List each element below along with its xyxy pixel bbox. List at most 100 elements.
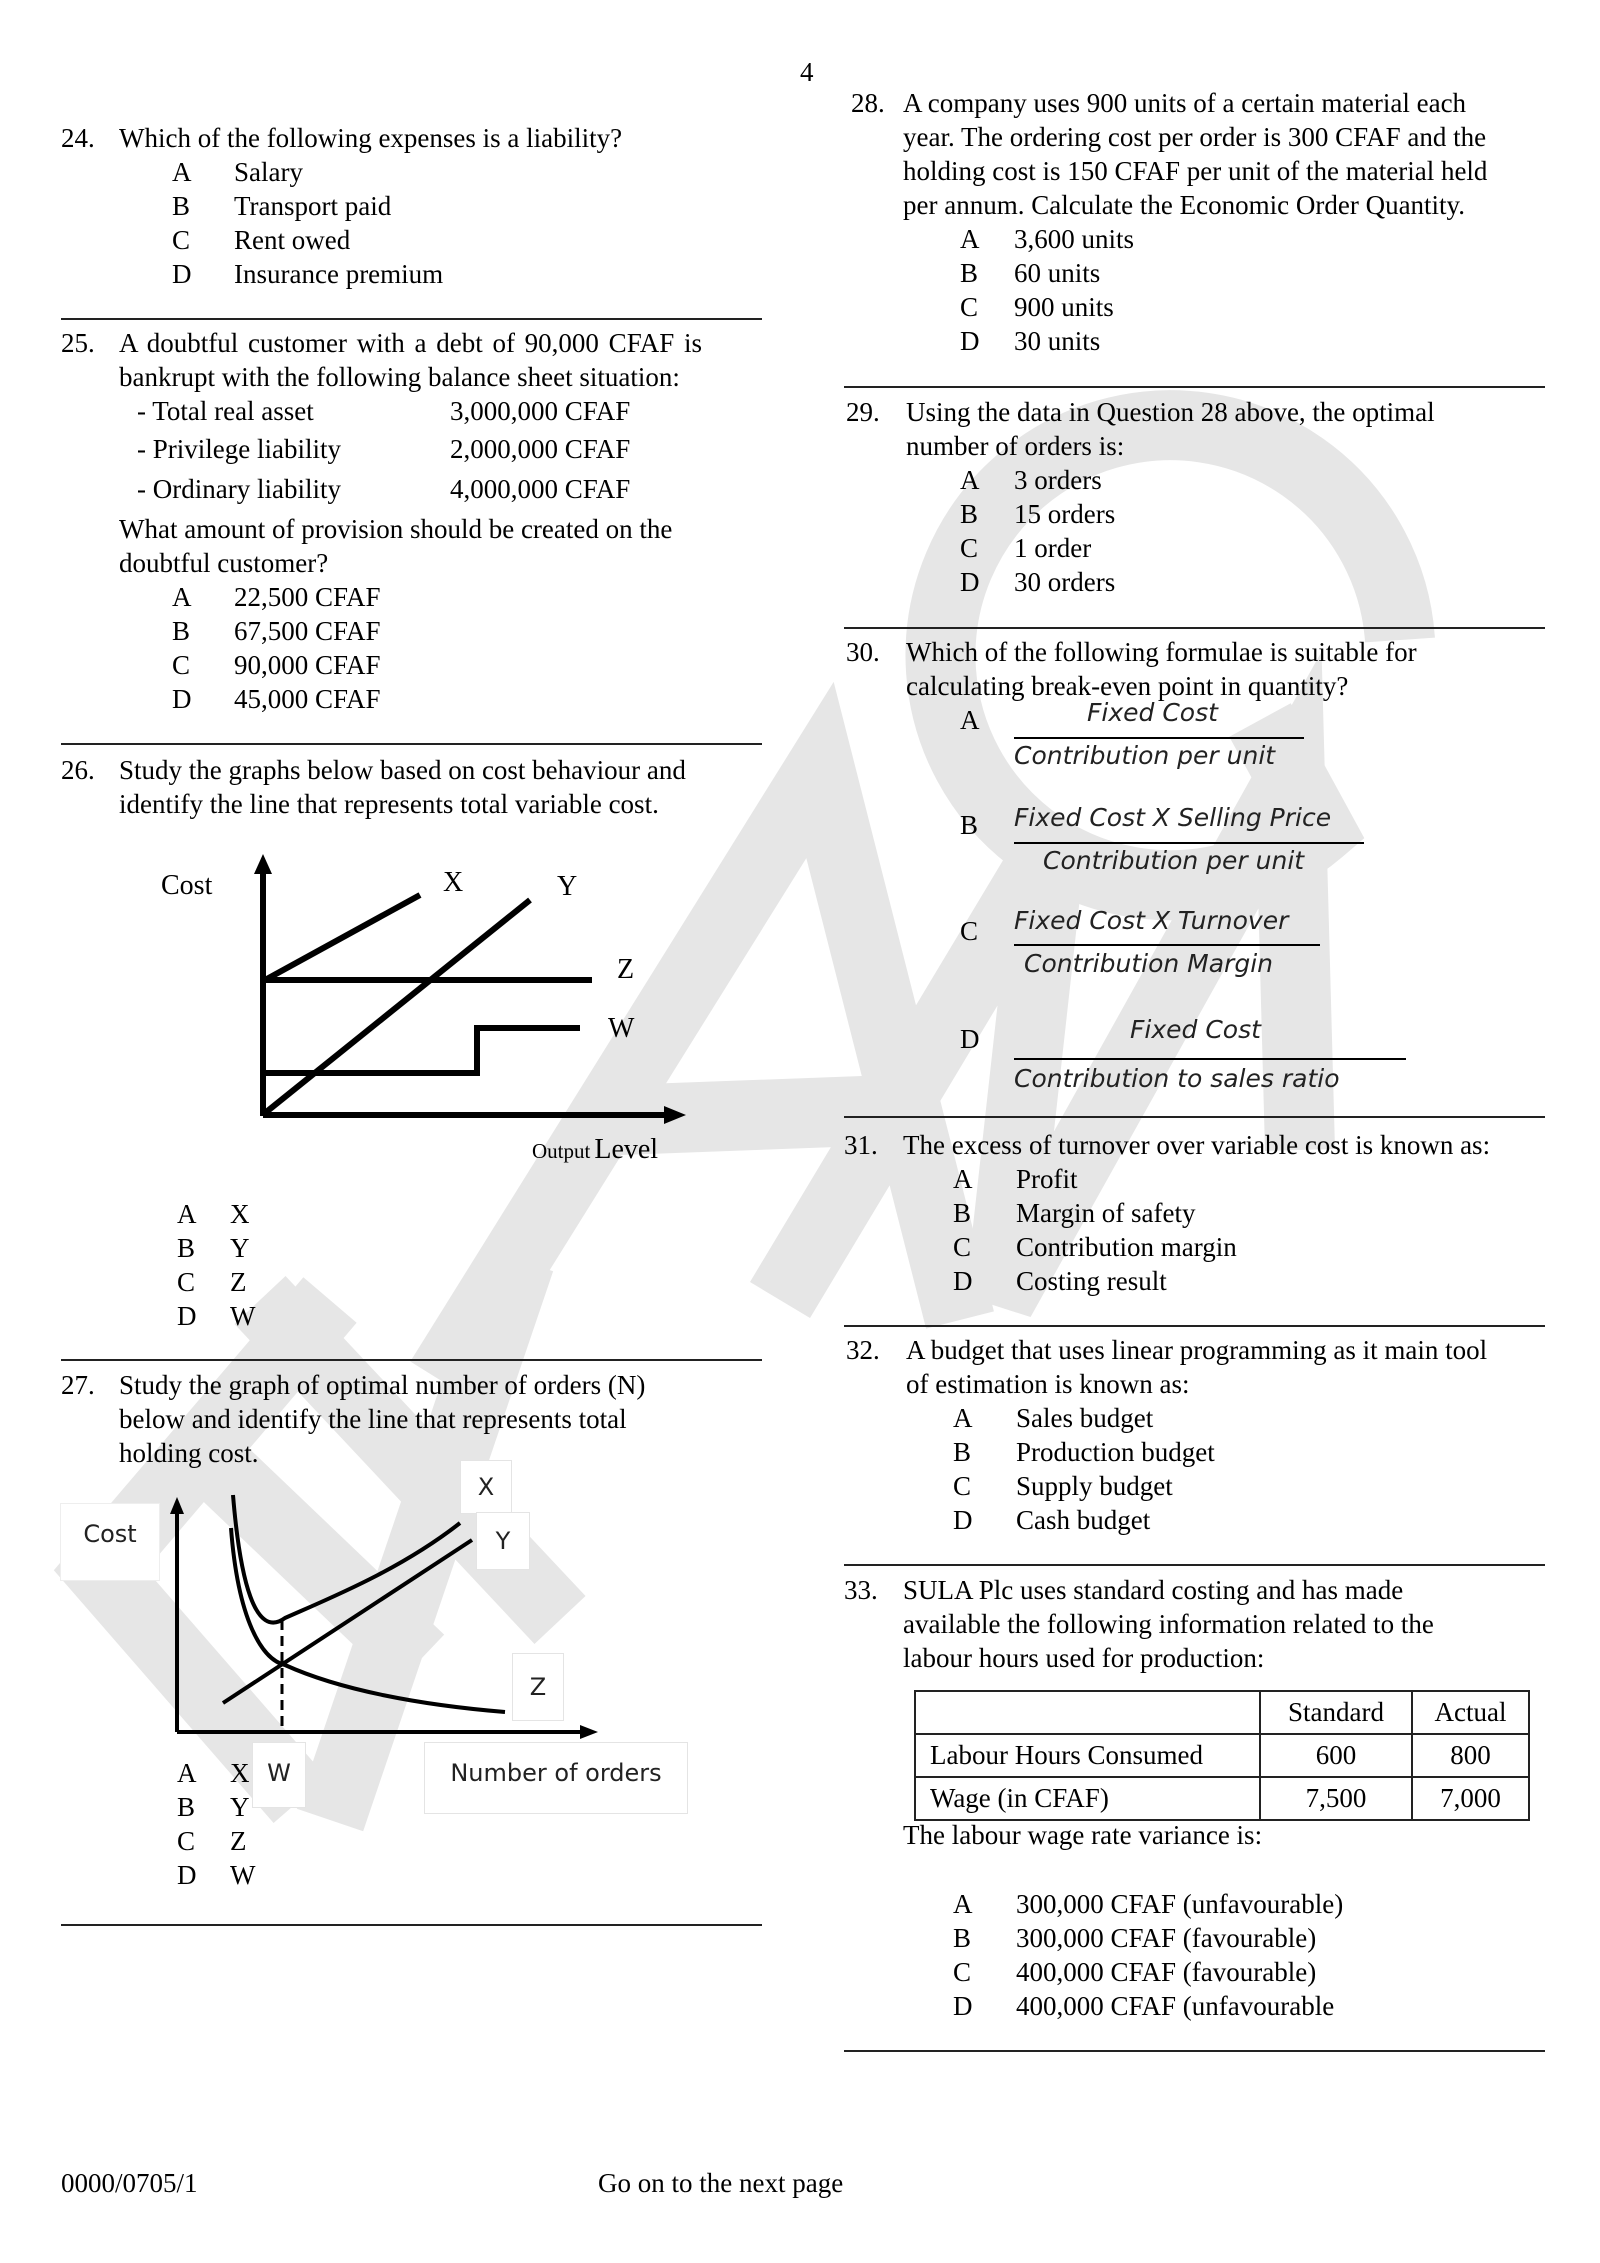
option-text: Costing result: [1016, 1266, 1167, 1296]
question-stem: A company uses 900 units of a certain ma…: [903, 88, 1467, 118]
question-stem: A budget that uses linear programming as…: [906, 1335, 1488, 1365]
table-cell: 7,500: [1259, 1776, 1413, 1821]
option-letter: C: [953, 1471, 972, 1501]
question-text: doubtful customer?: [119, 548, 329, 578]
question-stem: Using the data in Question 28 above, the…: [906, 397, 1435, 427]
option-letter: A: [953, 1889, 973, 1919]
option-text: Z: [230, 1826, 247, 1856]
question-stem: holding cost is 150 CFAF per unit of the…: [903, 156, 1488, 186]
option-letter: C: [960, 916, 979, 946]
footer-next-page: Go on to the next page: [598, 2168, 844, 2198]
question-number: 26.: [61, 755, 95, 785]
formula-denominator: Contribution per unit: [1014, 741, 1276, 770]
option-letter: B: [953, 1437, 972, 1467]
question-stem: SULA Plc uses standard costing and has m…: [903, 1575, 1404, 1605]
separator: [61, 318, 762, 320]
option-letter: B: [177, 1792, 196, 1822]
option-letter: B: [960, 810, 979, 840]
fraction-bar: [1014, 944, 1320, 946]
option-letter: C: [960, 533, 979, 563]
fraction-bar: [1014, 842, 1364, 844]
separator: [844, 1325, 1545, 1327]
table-row: Wage (in CFAF) 7,500 7,000: [914, 1776, 1530, 1821]
option-letter: B: [953, 1923, 972, 1953]
formula-denominator: Contribution to sales ratio: [1014, 1064, 1340, 1093]
option-letter: C: [953, 1957, 972, 1987]
question-stem: bankrupt with the following balance shee…: [119, 362, 680, 392]
question-text: What amount of provision should be creat…: [119, 514, 673, 544]
option-text: Sales budget: [1016, 1403, 1154, 1433]
option-text: Margin of safety: [1016, 1198, 1196, 1228]
option-text: X: [230, 1758, 250, 1788]
option-text: Rent owed: [234, 225, 351, 255]
table-cell: 600: [1259, 1733, 1413, 1778]
footer-paper-code: 0000/0705/1: [61, 2168, 198, 2198]
option-text: W: [230, 1860, 256, 1890]
question-number: 32.: [846, 1335, 880, 1365]
table-cell: Labour Hours Consumed: [914, 1733, 1261, 1778]
option-text: Transport paid: [234, 191, 392, 221]
option-text: Contribution margin: [1016, 1232, 1237, 1262]
formula-numerator: Fixed Cost X Selling Price: [1014, 803, 1332, 832]
option-letter: C: [953, 1232, 972, 1262]
option-text: Y: [230, 1792, 250, 1822]
question-number: 30.: [846, 637, 880, 667]
option-text: 400,000 CFAF (unfavourable: [1016, 1991, 1335, 2021]
option-letter: D: [172, 259, 192, 289]
option-letter: D: [960, 326, 980, 356]
option-letter: B: [960, 499, 979, 529]
option-letter: A: [960, 465, 980, 495]
y-axis-label: Cost: [161, 870, 213, 901]
question-stem: number of orders is:: [906, 431, 1125, 461]
option-text: 30 orders: [1014, 567, 1116, 597]
option-text: Insurance premium: [234, 259, 444, 289]
option-text: Supply budget: [1016, 1471, 1173, 1501]
option-letter: D: [177, 1860, 197, 1890]
option-text: 3 orders: [1014, 465, 1102, 495]
question-stem: Which of the following formulae is suita…: [906, 637, 1417, 667]
labour-data-table: Standard Actual Labour Hours Consumed 60…: [914, 1690, 1530, 1821]
separator: [61, 1924, 762, 1926]
option-text: 90,000 CFAF: [234, 650, 381, 680]
fraction-bar: [1014, 1058, 1406, 1060]
option-text: X: [230, 1199, 250, 1229]
option-letter: A: [953, 1403, 973, 1433]
option-letter: C: [172, 650, 191, 680]
balance-label: - Ordinary liability: [137, 474, 341, 504]
table-header-cell: [914, 1690, 1261, 1735]
table-row: Labour Hours Consumed 600 800: [914, 1733, 1530, 1778]
option-letter: D: [960, 567, 980, 597]
option-text: Cash budget: [1016, 1505, 1151, 1535]
balance-value: 3,000,000 CFAF: [450, 396, 631, 426]
option-text: 900 units: [1014, 292, 1114, 322]
fraction-bar: [1014, 737, 1304, 739]
option-text: 400,000 CFAF (favourable): [1016, 1957, 1317, 1987]
question-text: The labour wage rate variance is:: [903, 1820, 1263, 1850]
formula-numerator: Fixed Cost: [1130, 1015, 1261, 1044]
option-text: 300,000 CFAF (favourable): [1016, 1923, 1317, 1953]
question-number: 25.: [61, 328, 95, 358]
option-letter: A: [177, 1199, 197, 1229]
question-number: 24.: [61, 123, 95, 153]
question-number: 29.: [846, 397, 880, 427]
option-letter: B: [953, 1198, 972, 1228]
separator: [844, 386, 1545, 388]
table-header-cell: Standard: [1259, 1690, 1413, 1735]
option-letter: A: [177, 1758, 197, 1788]
formula-denominator: Contribution Margin: [1024, 949, 1273, 978]
option-text: Profit: [1016, 1164, 1078, 1194]
option-letter: A: [960, 705, 980, 735]
balance-label: - Total real asset: [137, 396, 314, 426]
question-stem: per annum. Calculate the Economic Order …: [903, 190, 1466, 220]
question-number: 28.: [851, 88, 885, 118]
option-letter: D: [172, 684, 192, 714]
table-header-row: Standard Actual: [914, 1690, 1530, 1735]
question-stem: A doubtful customer with a debt of 90,00…: [119, 328, 702, 358]
option-letter: C: [960, 292, 979, 322]
separator: [844, 1564, 1545, 1566]
question-stem: year. The ordering cost per order is 300…: [903, 122, 1487, 152]
table-cell: 800: [1411, 1733, 1530, 1778]
option-text: 300,000 CFAF (unfavourable): [1016, 1889, 1344, 1919]
option-letter: D: [953, 1991, 973, 2021]
